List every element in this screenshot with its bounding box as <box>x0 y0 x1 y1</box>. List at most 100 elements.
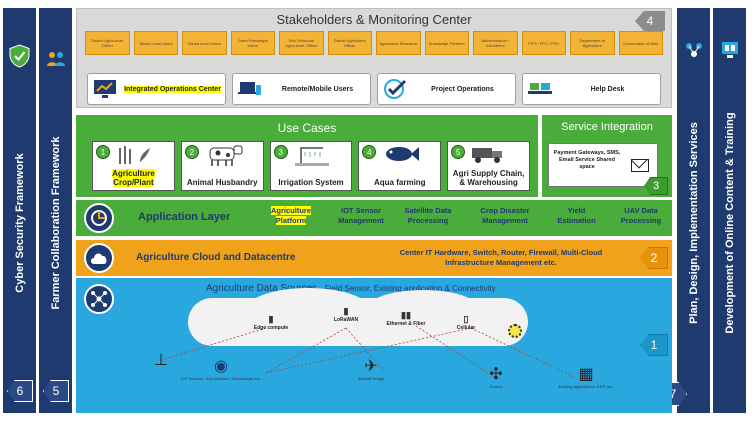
field-device-label: Drones <box>489 384 503 389</box>
use-case-item: 4 Aqua farming <box>358 141 442 191</box>
network-node: ▯Cellular <box>446 314 486 331</box>
use-case-name: Agri Supply Chain, & Warehousing <box>452 169 525 187</box>
connectivity-cloud <box>188 288 528 346</box>
use-case-item: 2 Animal Husbandry <box>180 141 264 191</box>
use-cases-title: Use Cases <box>277 121 337 135</box>
field-device: ✣Drones <box>471 364 521 389</box>
use-case-number: 5 <box>451 145 466 159</box>
field-device: ✈Satellite Image <box>346 356 396 381</box>
stakeholders-badge: 4 <box>635 11 665 31</box>
cyber-badge-text: 6 <box>16 384 24 398</box>
integrated-operations-center: Integrated Operations Center <box>87 73 226 105</box>
service-integration-title: Service Integration <box>561 121 653 133</box>
application-item: IOT Sensor Management <box>338 206 384 225</box>
stakeholder-box: Knowledge Partners <box>424 31 469 55</box>
application-item: Satellite Data Processing <box>404 206 452 225</box>
iot-sensor-icon: ◉ <box>214 358 228 375</box>
cloud-description: Center IT Hardware, Switch, Router, Fire… <box>399 248 603 267</box>
use-case-name: Animal Husbandry <box>186 178 258 187</box>
stakeholders-title: Stakeholders & Monitoring Center <box>276 12 472 27</box>
data-sources-section: Agriculture Data Sources - Field Sensor,… <box>76 278 672 413</box>
application-item: UAV Data Processing <box>620 206 662 225</box>
project-operations: Project Operations <box>377 73 516 105</box>
fish-icon <box>381 144 421 169</box>
use-case-name: Irrigation System <box>278 178 344 187</box>
field-device-label: Existing applications, ERP, etc. <box>558 384 614 389</box>
farmer-badge: 5 <box>43 380 69 402</box>
training-label: Development of Online Content & Training <box>723 112 736 334</box>
network-node: ▮Edge compute <box>246 314 296 331</box>
cow-icon <box>204 144 244 171</box>
application-item: Crop Disaster Management <box>480 206 530 225</box>
stakeholder-boxes: District Agriculture Officer Taluka Leve… <box>85 31 663 55</box>
cyber-security-panel: Cyber Security Framework 6 <box>3 8 36 413</box>
data-sources-badge: 1 <box>640 334 668 356</box>
network-node-label: Edge compute <box>253 325 289 331</box>
stakeholder-box: Department of Agriculture <box>570 31 615 55</box>
use-case-name: Aqua farming <box>374 178 426 187</box>
analytics-icon <box>84 203 114 233</box>
use-case-number: 2 <box>184 145 199 159</box>
application-layer-section: Application Layer Agriculture Platform I… <box>76 200 672 236</box>
network-node-label: Ethernet & Fiber <box>386 321 426 327</box>
stakeholder-box: Administrators / Volunteers <box>473 31 518 55</box>
stakeholder-box: District Agriculture Officer <box>327 31 372 55</box>
irrigation-icon <box>293 144 333 171</box>
field-device-label: IOT Sensors, Soil Moisture, Temperature … <box>181 376 261 381</box>
cloud-badge: 2 <box>640 247 668 269</box>
use-cases-section: Use Cases 1 Agriculture Crop/Plant 2 Ani… <box>76 115 538 197</box>
stakeholders-section: Stakeholders & Monitoring Center 4 Distr… <box>76 8 672 108</box>
cloud-section: Agriculture Cloud and Datacentre Center … <box>76 240 672 276</box>
laptop-phone-icon <box>237 78 263 100</box>
cyber-security-label: Cyber Security Framework <box>13 153 26 293</box>
network-node-label: LoRaWAN <box>333 317 359 323</box>
network-icon <box>84 284 114 314</box>
stakeholder-box: Sub Divisional Agriculture Officer <box>279 31 324 55</box>
connection-lines <box>160 325 577 379</box>
plan-design-label: Plan, Design, Implementation Services <box>687 122 700 324</box>
cyber-badge: 6 <box>7 380 33 402</box>
project-operations-label: Project Operations <box>431 85 494 93</box>
application-item: Agriculture Platform <box>266 206 316 226</box>
antenna-icon: ▮ <box>343 306 349 316</box>
use-case-number: 3 <box>273 145 288 159</box>
service-integration-box: Payment Gateways, SMS, Email Service Sha… <box>548 143 658 187</box>
use-case-item: 3 Irrigation System <box>269 141 353 191</box>
application-layer-title: Application Layer <box>138 211 231 223</box>
server-icon: ▮ <box>268 314 274 324</box>
field-device-label: Satellite Image <box>357 376 385 381</box>
stakeholder-box: FPO / FPC / FPU <box>521 31 566 55</box>
farmer-collaboration-label: Farmer Collaboration Framework <box>49 136 62 310</box>
network-node: ▮LoRaWAN <box>326 306 366 323</box>
training-panel: Development of Online Content & Training <box>713 8 746 413</box>
router-icon: ▮▮ <box>401 310 411 320</box>
help-desk-icon <box>527 78 553 100</box>
use-case-list: 1 Agriculture Crop/Plant 2 Animal Husban… <box>92 141 530 191</box>
use-case-item: 5 Agri Supply Chain, & Warehousing <box>447 141 530 191</box>
application-item: Yield Estimation <box>557 206 596 225</box>
field-device: ◉IOT Sensors, Soil Moisture, Temperature… <box>156 356 286 381</box>
stakeholder-box: Taluka Level Users <box>133 31 178 55</box>
data-sources-title-text: Agriculture Data Sources <box>206 283 318 294</box>
data-sources-subtitle: - Field Sensor, Existing application & C… <box>319 284 496 293</box>
data-sources-badge-text: 1 <box>650 338 658 352</box>
people-network-icon <box>684 40 704 60</box>
cloud-title: Agriculture Cloud and Datacentre <box>136 252 296 263</box>
use-case-number: 4 <box>362 145 377 159</box>
use-case-number: 1 <box>96 145 110 159</box>
plan-badge-text: 7 <box>669 387 677 401</box>
service-integration-badge-text: 3 <box>652 180 660 192</box>
field-device: ⊥ <box>146 350 176 370</box>
use-case-item: 1 Agriculture Crop/Plant <box>92 141 175 191</box>
farmer-group-icon <box>46 50 66 68</box>
training-icon <box>721 40 739 60</box>
stakeholder-box: Taluka Level Users <box>182 31 227 55</box>
service-integration-text: Payment Gateways, SMS, Email Service Sha… <box>553 150 621 170</box>
cloud-icon <box>84 243 114 273</box>
help-desk-label: Help Desk <box>590 85 625 93</box>
checkmark-icon <box>382 78 408 100</box>
phone-icon: ▯ <box>463 314 469 324</box>
use-case-name: Agriculture Crop/Plant <box>112 169 155 187</box>
data-sources-title: Agriculture Data Sources - Field Sensor,… <box>206 283 496 294</box>
service-integration-section: Service Integration Payment Gateways, SM… <box>542 115 672 197</box>
